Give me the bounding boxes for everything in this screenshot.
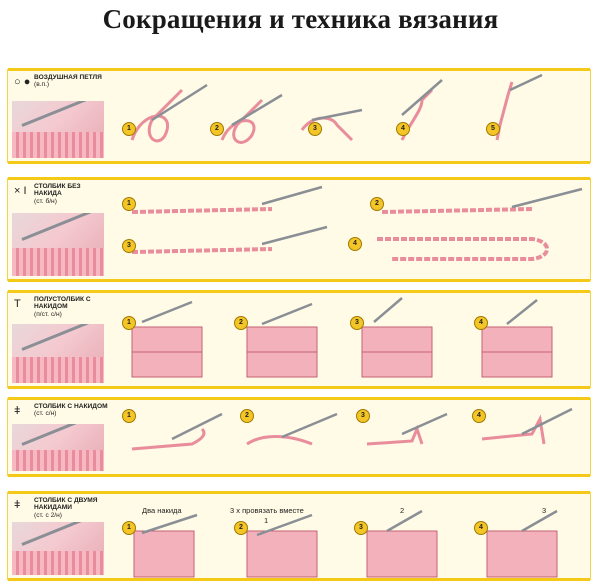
stitch-label: СТОЛБИК БЕЗ НАКИДА (ст. б/н) <box>34 183 108 205</box>
stitch-label: ПОЛУСТОЛБИК С НАКИДОМ (п/ст. с/н) <box>34 296 108 318</box>
stitch-photo <box>12 324 104 383</box>
section-left-panel: T ПОЛУСТОЛБИК С НАКИДОМ (п/ст. с/н) <box>8 292 108 387</box>
step-number: 3 <box>350 316 364 330</box>
double-crochet-diagram: 1 2 3 4 <box>112 399 590 475</box>
step-number: 5 <box>486 122 500 136</box>
two-yarnovers-note: Два накида <box>142 506 182 515</box>
step-number: 2 <box>234 316 248 330</box>
stitch-photo <box>12 213 104 276</box>
step-number: 1 <box>122 122 136 136</box>
section-single-crochet: × I СТОЛБИК БЕЗ НАКИДА (ст. б/н) 1 2 3 4 <box>7 177 591 282</box>
stitch-label: СТОЛБИК С НАКИДОМ (ст. с/н) <box>34 403 108 418</box>
step-number: 1 <box>122 316 136 330</box>
chain-diagram-svg <box>130 73 543 144</box>
treble-crochet-diagram: Два накида 3 х провязать вместе 1 2 3 1 … <box>112 493 590 579</box>
stitch-name: СТОЛБИК С ДВУМЯ НАКИДАМИ <box>34 497 98 512</box>
step-number: 2 <box>234 521 248 535</box>
stitch-abbr: (ст. б/н) <box>34 197 57 205</box>
step-number: 4 <box>396 122 410 136</box>
section-left-panel: × I СТОЛБИК БЕЗ НАКИДА (ст. б/н) <box>8 179 108 280</box>
section-left-panel: ǂ СТОЛБИК С НАКИДОМ (ст. с/н) <box>8 399 108 475</box>
step-number: 4 <box>348 237 362 251</box>
section-left-panel: ǂ СТОЛБИК С ДВУМЯ НАКИДАМИ (ст. с 2/н) <box>8 493 108 579</box>
section-left-panel: ○ ● ВОЗДУШНАЯ ПЕТЛЯ (в.п.) <box>8 70 108 162</box>
step-number: 2 <box>210 122 224 136</box>
step-number: 4 <box>474 316 488 330</box>
stitch-symbol: T <box>14 298 21 310</box>
stitch-symbol: ǂ <box>14 405 21 417</box>
stitch-name: СТОЛБИК БЕЗ НАКИДА <box>34 183 81 198</box>
stitch-symbol: ○ ● <box>14 76 31 88</box>
three-pull-note: 3 х провязать вместе <box>230 506 304 515</box>
step-number: 1 <box>122 197 136 211</box>
stitch-label: СТОЛБИК С ДВУМЯ НАКИДАМИ (ст. с 2/н) <box>34 497 108 519</box>
stitch-symbol: ǂ <box>14 499 21 511</box>
single-crochet-svg <box>131 185 583 261</box>
step-number: 1 <box>122 521 136 535</box>
stitch-abbr: (в.п.) <box>34 81 50 89</box>
half-double-crochet-diagram: 1 2 3 4 <box>112 292 590 387</box>
step-number: 3 <box>354 521 368 535</box>
loop-label-1: 1 <box>264 516 269 525</box>
stitch-photo <box>12 100 104 158</box>
stitch-label: ВОЗДУШНАЯ ПЕТЛЯ (в.п.) <box>34 74 102 89</box>
stitch-symbol: × I <box>14 185 27 197</box>
stitch-abbr: (п/ст. с/н) <box>34 310 62 318</box>
tc-svg <box>133 509 558 578</box>
step-number: 1 <box>122 409 136 423</box>
step-number: 4 <box>474 521 488 535</box>
section-chain-stitch: ○ ● ВОЗДУШНАЯ ПЕТЛЯ (в.п.) 1 2 <box>7 68 591 164</box>
single-crochet-diagram: 1 2 3 4 <box>112 179 590 280</box>
loop-label-3: 3 <box>542 506 547 515</box>
page-title: Сокращения и техника вязания <box>102 4 499 34</box>
step-number: 3 <box>356 409 370 423</box>
loop-label-2: 2 <box>400 506 405 515</box>
step-number: 4 <box>472 409 486 423</box>
stitch-photo <box>12 521 104 575</box>
stitch-name: ВОЗДУШНАЯ ПЕТЛЯ <box>34 74 102 81</box>
step-number: 2 <box>370 197 384 211</box>
stitch-abbr: (ст. с 2/н) <box>34 511 62 519</box>
section-double-crochet: ǂ СТОЛБИК С НАКИДОМ (ст. с/н) 1 2 3 4 <box>7 397 591 477</box>
section-treble-crochet: ǂ СТОЛБИК С ДВУМЯ НАКИДАМИ (ст. с 2/н) Д… <box>7 491 591 581</box>
hdc-svg <box>131 297 553 378</box>
dc-svg <box>131 407 573 451</box>
step-number: 3 <box>308 122 322 136</box>
stitch-name: ПОЛУСТОЛБИК С НАКИДОМ <box>34 296 91 311</box>
section-half-double-crochet: T ПОЛУСТОЛБИК С НАКИДОМ (п/ст. с/н) <box>7 290 591 389</box>
chain-stitch-diagram: 1 2 3 4 5 <box>112 70 590 162</box>
stitch-abbr: (ст. с/н) <box>34 410 57 418</box>
stitch-name: СТОЛБИК С НАКИДОМ <box>34 403 108 410</box>
stitch-photo <box>12 423 104 471</box>
step-number: 2 <box>240 409 254 423</box>
step-number: 3 <box>122 239 136 253</box>
